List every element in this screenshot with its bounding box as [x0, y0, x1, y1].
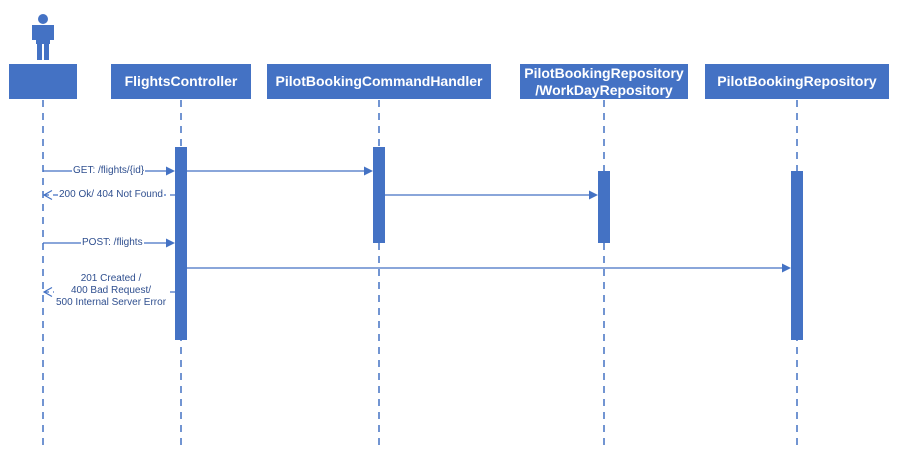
- handler-to-repository-arrowhead: [589, 190, 598, 200]
- get-response-arrowhead: [42, 189, 53, 201]
- get-request-label: GET: /flights/{id}: [72, 165, 146, 177]
- workday-repository-activation: [598, 171, 610, 243]
- post-request-arrowhead: [166, 238, 175, 248]
- get-request-arrowhead: [166, 166, 175, 176]
- flights-controller-activation: [175, 147, 187, 340]
- person-icon: [32, 14, 54, 60]
- booking-repository-box: PilotBookingRepository: [705, 64, 889, 99]
- booking-repository-activation: [791, 171, 803, 340]
- post-request-label: POST: /flights: [81, 237, 144, 249]
- command-handler-activation: [373, 147, 385, 243]
- controller-to-repository-arrowhead: [782, 263, 791, 273]
- workday-repository-box: PilotBookingRepository /WorkDayRepositor…: [520, 64, 688, 99]
- forward-to-handler-arrowhead: [364, 166, 373, 176]
- post-response-arrowhead: [42, 286, 53, 298]
- flights-controller-box: FlightsController: [111, 64, 251, 99]
- actor-box: [9, 64, 77, 99]
- command-handler-box: PilotBookingCommandHandler: [267, 64, 491, 99]
- post-response-label: 201 Created / 400 Bad Request/ 500 Inter…: [54, 273, 168, 309]
- get-response-label: 200 Ok/ 404 Not Found: [58, 189, 164, 201]
